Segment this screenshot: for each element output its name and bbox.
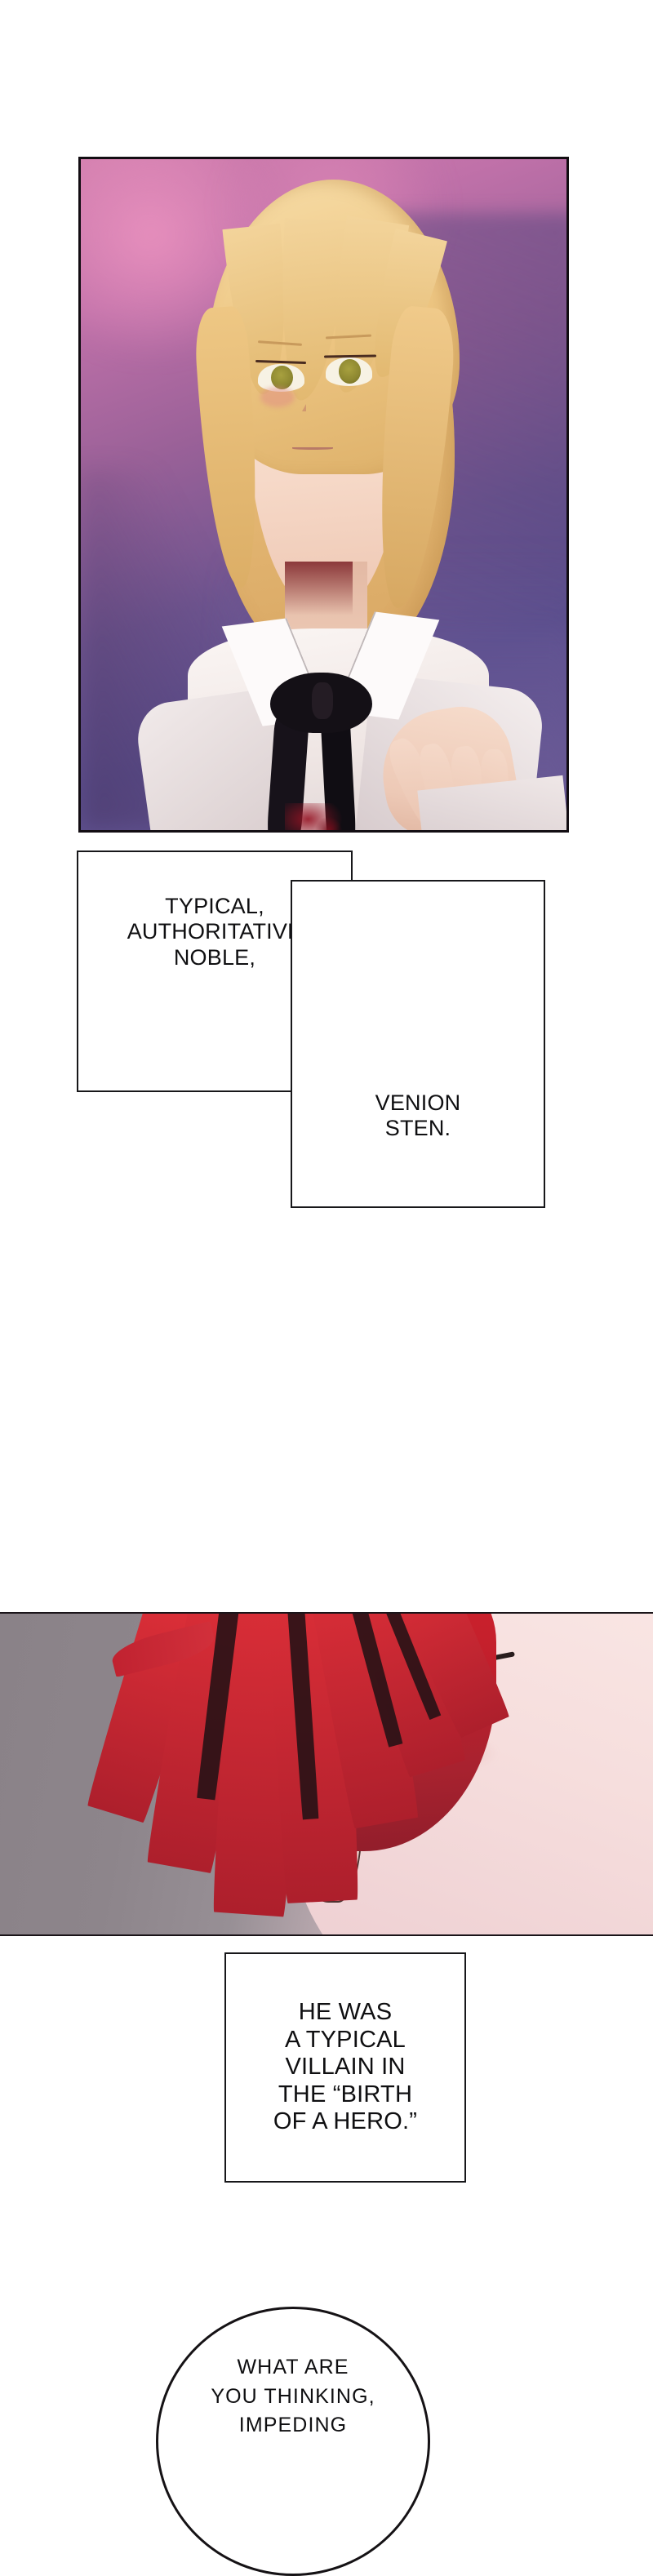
webtoon-page: TYPICAL, AUTHORITATIVE NOBLE, VENION STE…	[0, 157, 653, 2576]
comic-panel-red-haired-villain	[0, 1612, 653, 1936]
character-eye	[326, 358, 372, 386]
box-seam	[292, 1024, 544, 1029]
character-neck-shadow	[284, 562, 353, 615]
character-blush	[260, 387, 295, 408]
narration-text: HE WAS A TYPICAL VILLAIN IN THE “BIRTH O…	[273, 1998, 418, 2135]
narration-text: TYPICAL, AUTHORITATIVE NOBLE,	[127, 894, 303, 970]
character-mouth	[291, 447, 334, 451]
character-nose	[301, 404, 306, 412]
character-bowtie-knot	[311, 682, 334, 720]
comic-panel-blonde-noble	[78, 157, 569, 833]
speech-bubble-text: WHAT ARE YOU THINKING, IMPEDING	[211, 2356, 375, 2436]
character-iris	[339, 359, 362, 384]
character-iris	[270, 365, 294, 390]
narration-box-upper-extension	[291, 880, 545, 1027]
box-seam	[78, 1014, 291, 1020]
blood-stain	[313, 816, 344, 830]
narration-text: VENION STEN.	[375, 1090, 461, 1140]
box-seam	[292, 882, 300, 1025]
narration-box-lower-extension	[77, 1012, 292, 1092]
speech-bubble: WHAT ARE YOU THINKING, IMPEDING	[156, 2307, 430, 2576]
narration-box-venion-sten: VENION STEN.	[291, 1025, 545, 1208]
character-eye	[258, 363, 304, 393]
narration-box-typical-villain: HE WAS A TYPICAL VILLAIN IN THE “BIRTH O…	[224, 1952, 466, 2183]
